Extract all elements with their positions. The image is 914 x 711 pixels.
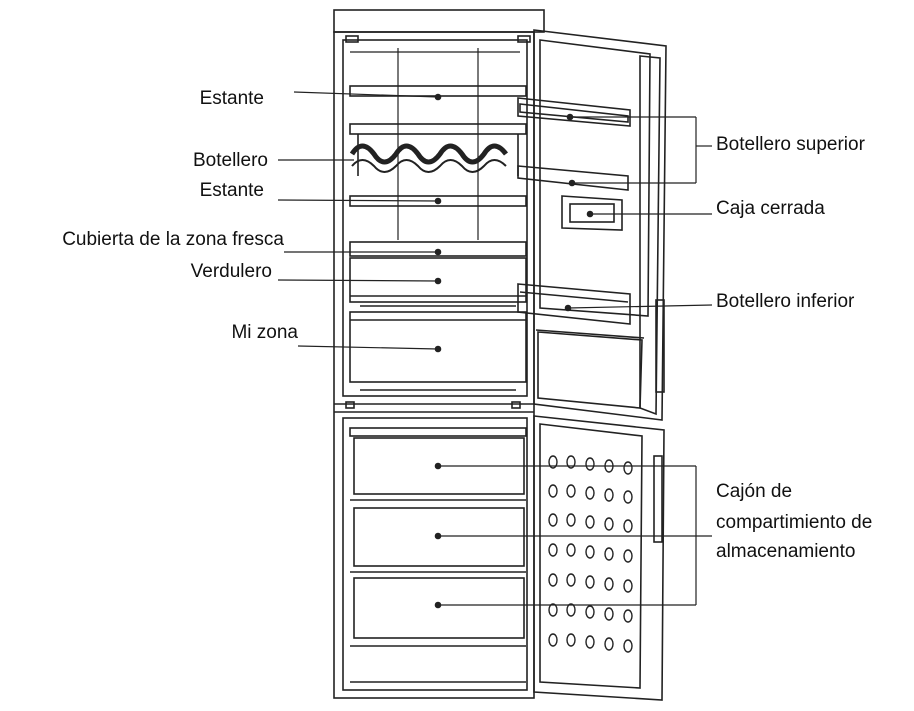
label-verdulero: Verdulero xyxy=(190,261,272,282)
label-caja-cerrada: Caja cerrada xyxy=(716,198,825,219)
label-cajon-line2: compartimiento de xyxy=(716,512,873,533)
label-botellero: Botellero xyxy=(193,150,268,171)
freezer-drawers xyxy=(349,427,527,683)
label-cajon-line1: Cajón de xyxy=(716,481,793,502)
label-botellero-inferior: Botellero inferior xyxy=(716,291,855,312)
lower-door xyxy=(533,415,665,701)
bottle-rack xyxy=(349,123,527,176)
label-cajon-line3: almacenamiento xyxy=(716,541,856,562)
shelf-top xyxy=(349,85,527,101)
leader-lines-left xyxy=(277,91,439,350)
back-wall-grid xyxy=(350,48,520,240)
label-estante-top: Estante xyxy=(199,88,264,109)
crisper-cover xyxy=(349,241,527,257)
leader-lines-right xyxy=(438,116,713,606)
label-estante-mid: Estante xyxy=(199,180,264,201)
label-botellero-superior: Botellero superior xyxy=(716,134,865,155)
vegetable-drawer xyxy=(349,257,527,307)
my-zone-drawer xyxy=(349,311,527,391)
freezer-door-dimples xyxy=(548,455,633,653)
label-mi-zona: Mi zona xyxy=(231,322,298,343)
upper-door xyxy=(517,29,667,421)
label-cubierta-zona-fresca: Cubierta de la zona fresca xyxy=(62,229,284,250)
cabinet-body xyxy=(333,9,545,699)
